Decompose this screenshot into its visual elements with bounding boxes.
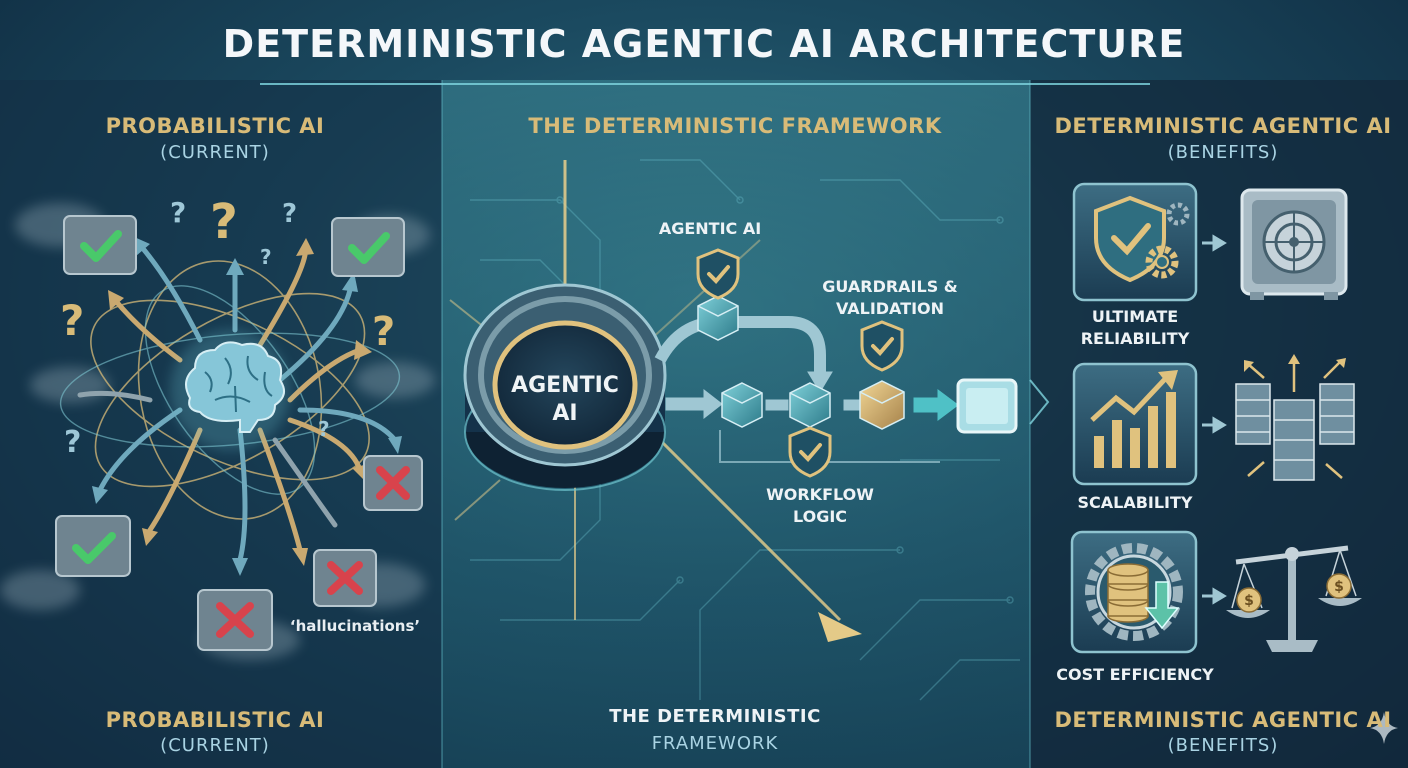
hallucinations-note: ‘hallucinations’ bbox=[289, 617, 421, 635]
benefit-label-reliability: ULTIMATE RELIABILITY bbox=[1060, 306, 1210, 350]
chaotic-arrows bbox=[77, 242, 398, 563]
servers-icon bbox=[1235, 354, 1355, 481]
left-footer-subheading: (CURRENT) bbox=[160, 735, 270, 756]
right-subheading: (BENEFITS) bbox=[1167, 142, 1279, 163]
growth-chart-icon bbox=[1090, 370, 1178, 468]
guardrails-line1: GUARDRAILS & bbox=[822, 277, 958, 296]
svg-text:?: ? bbox=[282, 199, 297, 229]
workflow-line2: LOGIC bbox=[792, 507, 848, 526]
flow-connectors bbox=[654, 316, 959, 463]
guardrails-label: GUARDRAILS & VALIDATION bbox=[810, 276, 970, 320]
right-heading: DETERMINISTIC AGENTIC AI bbox=[1054, 114, 1392, 138]
benefit-line2: RELIABILITY bbox=[1080, 329, 1190, 348]
benefit-arrows bbox=[1202, 234, 1227, 605]
svg-text:?: ? bbox=[64, 425, 81, 460]
benefit-label-scalability: SCALABILITY bbox=[1077, 493, 1193, 512]
beam-arrow-head bbox=[818, 612, 862, 642]
benefit-label-cost: COST EFFICIENCY bbox=[1056, 665, 1214, 684]
hub-label: AGENTIC AI bbox=[505, 372, 625, 428]
vault-icon bbox=[1240, 188, 1348, 300]
left-footer-heading: PROBABILISTIC AI bbox=[105, 708, 325, 732]
guardrails-line2: VALIDATION bbox=[835, 299, 945, 318]
cross-boxes bbox=[197, 455, 423, 651]
agentic-hub bbox=[463, 283, 667, 491]
output-block bbox=[956, 378, 1018, 434]
workflow-cubes bbox=[697, 295, 905, 430]
question-marks: ? ? ? ? ? ? ? ? ? bbox=[60, 194, 395, 460]
right-footer-heading: DETERMINISTIC AGENTIC AI bbox=[1054, 708, 1392, 732]
hub-label-line1: AGENTIC bbox=[511, 373, 619, 398]
center-footer-subheading: FRAMEWORK bbox=[651, 733, 779, 754]
coins-gear-icon bbox=[1085, 543, 1183, 641]
workflow-line1: WORKFLOW bbox=[766, 485, 874, 504]
svg-text:$: $ bbox=[1244, 593, 1254, 609]
benefit-line1: ULTIMATE bbox=[1091, 307, 1179, 326]
svg-text:?: ? bbox=[260, 245, 272, 269]
agentic-ai-label: AGENTIC AI bbox=[658, 219, 762, 238]
svg-text:?: ? bbox=[60, 296, 84, 345]
left-subheading: (CURRENT) bbox=[160, 142, 270, 163]
hub-label-line2: AI bbox=[552, 401, 578, 426]
workflow-label: WORKFLOW LOGIC bbox=[750, 484, 890, 528]
center-footer-heading: THE DETERMINISTIC bbox=[609, 706, 821, 727]
svg-text:?: ? bbox=[318, 417, 330, 441]
left-heading: PROBABILISTIC AI bbox=[105, 114, 325, 138]
balance-scale-icon: $ $ bbox=[1226, 545, 1362, 652]
shield-gear-icon bbox=[1094, 195, 1190, 283]
svg-text:?: ? bbox=[170, 196, 186, 229]
svg-text:$: $ bbox=[1334, 579, 1344, 595]
center-heading: THE DETERMINISTIC FRAMEWORK bbox=[528, 114, 942, 138]
circuit-traces bbox=[470, 159, 1020, 701]
brain-icon bbox=[170, 330, 290, 450]
guardrail-shields bbox=[696, 248, 904, 478]
svg-text:?: ? bbox=[210, 194, 238, 250]
right-footer-subheading: (BENEFITS) bbox=[1167, 735, 1279, 756]
page-title: DETERMINISTIC AGENTIC AI ARCHITECTURE bbox=[222, 22, 1186, 66]
sparkle-icon bbox=[1370, 712, 1398, 744]
check-boxes bbox=[55, 215, 405, 577]
svg-text:?: ? bbox=[372, 309, 395, 355]
